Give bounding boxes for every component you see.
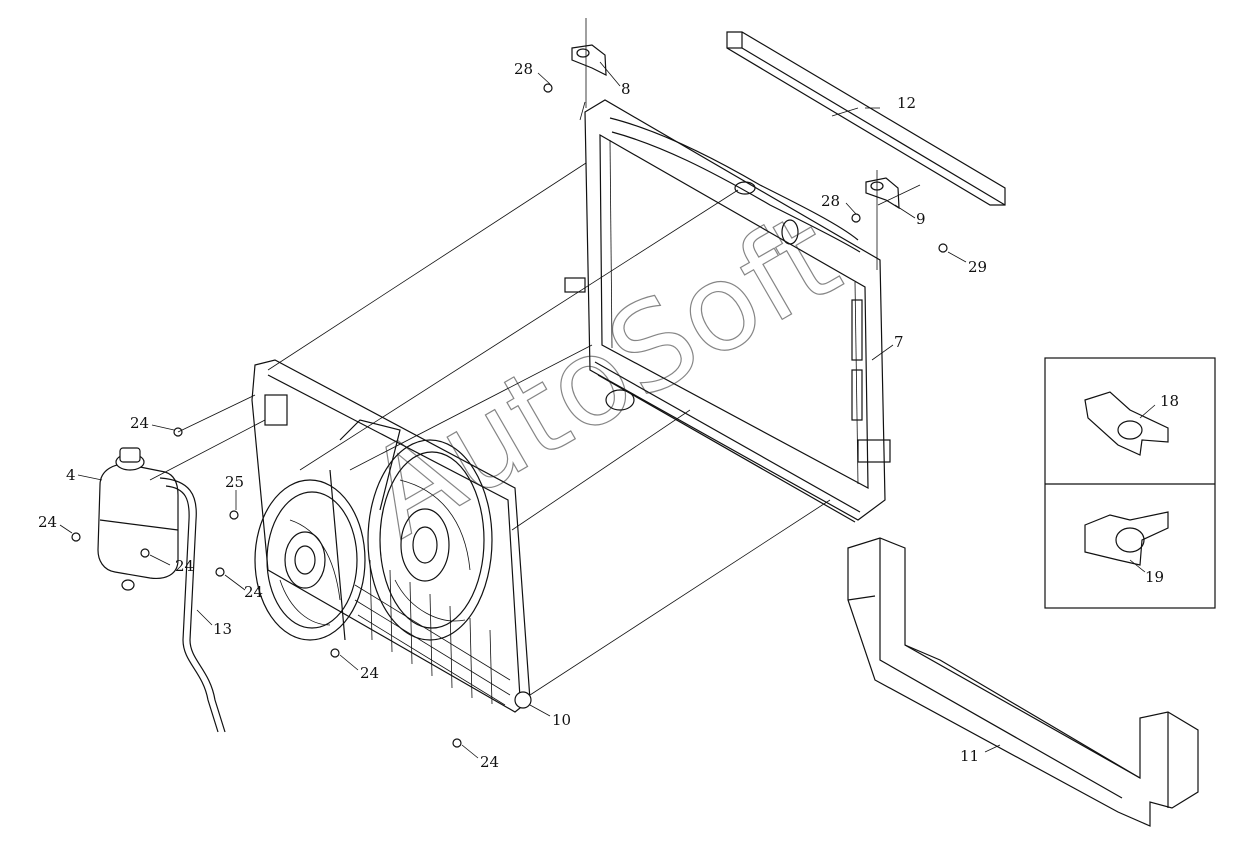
callout-4: 4 bbox=[66, 466, 76, 484]
part-19-hose-clip bbox=[1084, 511, 1169, 566]
callout-29: 29 bbox=[968, 258, 987, 276]
callout-13: 13 bbox=[213, 620, 232, 638]
part-18-hose-clip bbox=[1084, 391, 1169, 456]
callout-19: 19 bbox=[1145, 568, 1164, 586]
callout-24: 24 bbox=[480, 753, 499, 771]
callout-10: 10 bbox=[552, 711, 571, 729]
callout-labels: 28 8 12 28 9 29 7 24 4 25 24 24 24 13 24… bbox=[38, 60, 1179, 771]
part-11-lower-air-deflector bbox=[847, 537, 1199, 827]
part-8-upper-bracket bbox=[571, 18, 607, 121]
part-4-expansion-tank bbox=[97, 447, 179, 591]
part-9-upper-bracket bbox=[865, 170, 921, 270]
callout-28: 28 bbox=[514, 60, 533, 78]
assembly-lines bbox=[149, 162, 831, 696]
callout-12: 12 bbox=[897, 94, 916, 112]
callout-24: 24 bbox=[38, 513, 57, 531]
callout-24: 24 bbox=[130, 414, 149, 432]
callout-18: 18 bbox=[1160, 392, 1179, 410]
leader-lines bbox=[59, 61, 1156, 759]
part-13-overflow-hose bbox=[159, 477, 226, 733]
fan-shroud-assembly bbox=[251, 359, 531, 713]
part-7-radiator bbox=[564, 99, 891, 523]
callout-7: 7 bbox=[894, 333, 904, 351]
part-12-upper-seal-strip bbox=[726, 31, 1006, 206]
callout-11: 11 bbox=[960, 747, 979, 765]
callout-25: 25 bbox=[225, 473, 244, 491]
callout-24: 24 bbox=[175, 557, 194, 575]
callout-8: 8 bbox=[621, 80, 631, 98]
clip-detail-inset bbox=[1044, 357, 1216, 609]
part-10-lower-mount bbox=[514, 691, 532, 709]
callout-24: 24 bbox=[244, 583, 263, 601]
fastener-screws bbox=[71, 83, 948, 748]
callout-24: 24 bbox=[360, 664, 379, 682]
callout-28: 28 bbox=[821, 192, 840, 210]
callout-9: 9 bbox=[916, 210, 926, 228]
